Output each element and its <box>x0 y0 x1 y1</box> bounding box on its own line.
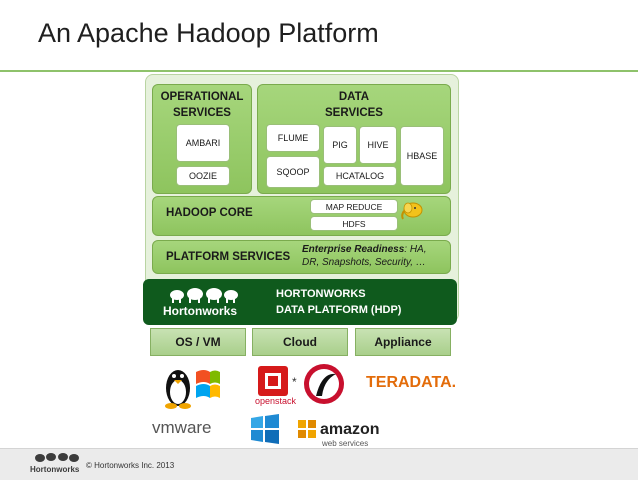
ambari-box: AMBARI <box>176 124 230 162</box>
hortonworks-brand: Hortonworks <box>163 304 238 318</box>
hortonworks-elephants-logo-icon <box>170 288 238 303</box>
hdp-line2: DATA PLATFORM (HDP) <box>276 304 402 316</box>
pig-box: PIG <box>323 126 357 164</box>
vmware-logo: vmware <box>152 418 212 437</box>
flume-box: FLUME <box>266 124 320 152</box>
hcatalog-box: HCATALOG <box>323 166 397 186</box>
amazon-logo-text: amazon <box>320 421 380 438</box>
slide-title: An Apache Hadoop Platform <box>38 18 379 48</box>
windows-azure-logo-icon <box>251 414 279 444</box>
enterprise-readiness-line2: DR, Snapshots, Security, … <box>302 257 426 268</box>
map-reduce-box: MAP REDUCE <box>310 199 398 214</box>
deploy-os-vm: OS / VM <box>150 328 246 356</box>
openstack-label: openstack <box>255 396 297 406</box>
svg-text:*: * <box>292 375 297 389</box>
hdp-line1: HORTONWORKS <box>276 288 366 300</box>
hdp-band <box>143 279 457 325</box>
hadoop-core-title: HADOOP CORE <box>166 207 253 219</box>
sqoop-box: SQOOP <box>266 156 320 188</box>
enterprise-readiness-label: Enterprise Readiness <box>302 244 405 255</box>
oozie-box: OOZIE <box>176 166 230 186</box>
openstack-rackspace-logo-icon: * <box>258 364 344 404</box>
aws-boxes-icon <box>298 420 316 438</box>
footer-brand: Hortonworks <box>30 465 80 474</box>
operational-title-line2: SERVICES <box>173 107 231 119</box>
footer-elephants-logo-icon <box>35 453 79 462</box>
operational-title-line1: OPERATIONAL <box>160 91 244 103</box>
data-title-line2: SERVICES <box>325 107 383 119</box>
deploy-cloud: Cloud <box>252 328 348 356</box>
hdfs-box: HDFS <box>310 216 398 231</box>
title-divider <box>0 70 638 72</box>
enterprise-readiness-note: Enterprise Readiness: HA, DR, Snapshots,… <box>302 243 427 269</box>
aws-logo-subtext: web services <box>322 439 369 448</box>
hbase-box: HBASE <box>400 126 444 186</box>
linux-windows-logo-icon <box>165 370 220 409</box>
platform-services-box <box>152 240 451 274</box>
data-title-line1: DATA <box>338 91 370 103</box>
hive-box: HIVE <box>359 126 397 164</box>
teradata-logo: TERADATA. <box>366 374 457 391</box>
footer-copyright: © Hortonworks Inc. 2013 <box>86 461 175 470</box>
hadoop-elephant-icon <box>401 202 423 220</box>
hadoop-core-box <box>152 196 451 236</box>
deploy-appliance: Appliance <box>355 328 451 356</box>
footer-bar <box>0 448 638 480</box>
platform-services-title: PLATFORM SERVICES <box>166 251 291 263</box>
enterprise-readiness-line1-rest: : HA, <box>404 244 427 255</box>
